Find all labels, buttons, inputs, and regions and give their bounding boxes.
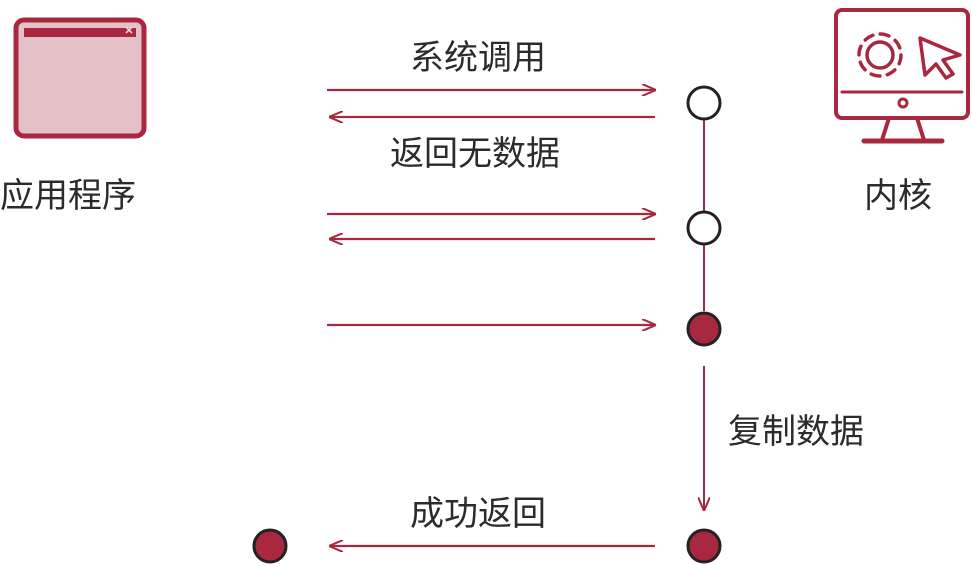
kernel-state-empty-circle bbox=[686, 85, 722, 121]
return-success-label: 成功返回 bbox=[410, 494, 546, 534]
app-window-icon bbox=[13, 17, 147, 139]
kernel-state-filled-circle bbox=[686, 528, 722, 564]
kernel-state-empty-circle bbox=[686, 210, 722, 246]
app-received-data-circle bbox=[252, 528, 288, 564]
copy-data-label: 复制数据 bbox=[728, 412, 864, 452]
kernel-label: 内核 bbox=[864, 176, 932, 216]
application-label: 应用程序 bbox=[0, 176, 136, 216]
monitor-gear-cursor-icon bbox=[834, 8, 970, 144]
system-call-label: 系统调用 bbox=[410, 38, 546, 78]
return-no-data-label: 返回无数据 bbox=[390, 134, 560, 174]
kernel-state-filled-circle bbox=[686, 311, 722, 347]
